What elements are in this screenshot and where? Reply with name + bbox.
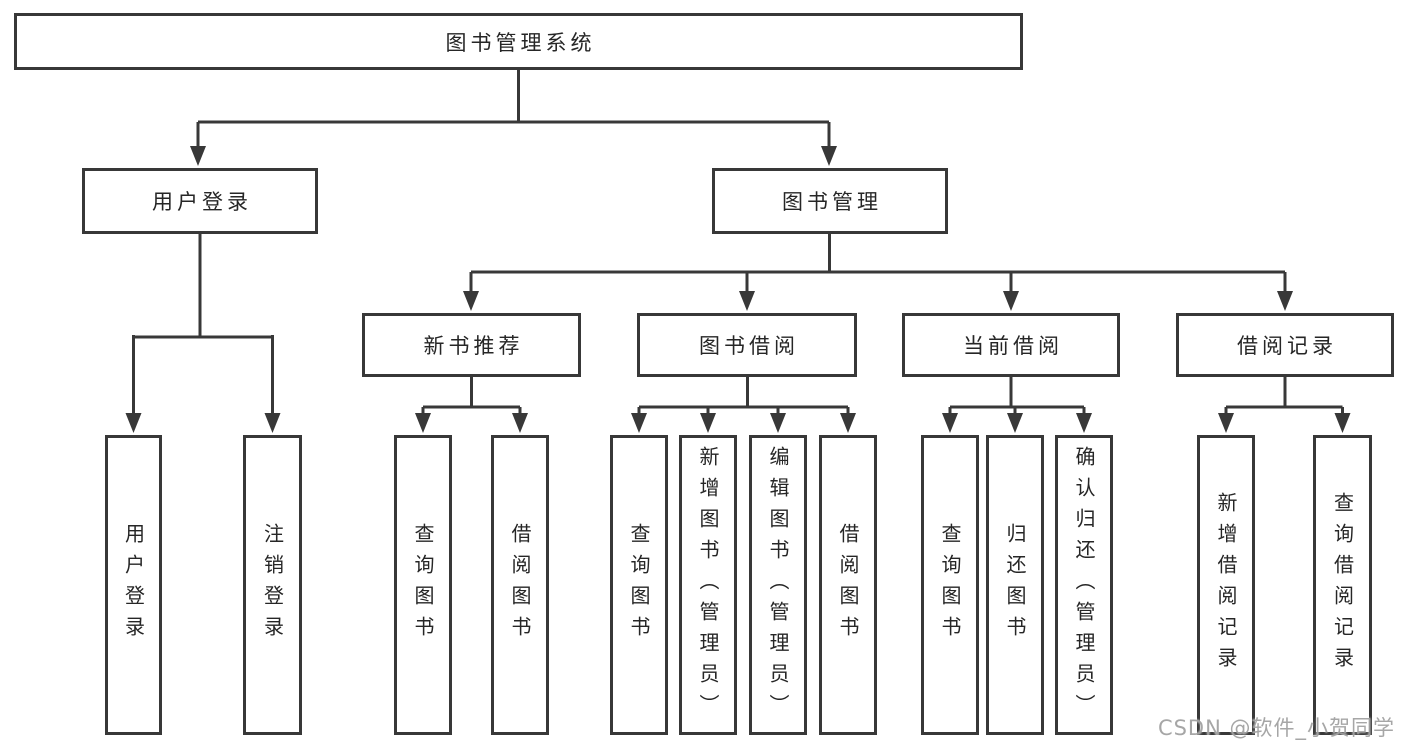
leaf-query-book-1: 查询图书 xyxy=(394,435,452,735)
leaf-add-book-admin: 新增图书（管理员） xyxy=(679,435,737,735)
leaf-query-book-2: 查询图书 xyxy=(610,435,668,735)
node-new-book-recommend: 新书推荐 xyxy=(362,313,581,377)
node-user-login: 用户登录 xyxy=(82,168,318,234)
node-book-borrow-label: 图书借阅 xyxy=(699,334,799,358)
leaf-query-book-2-label: 查询图书 xyxy=(627,523,651,647)
leaf-borrow-book-2: 借阅图书 xyxy=(819,435,877,735)
node-book-management: 图书管理 xyxy=(712,168,948,234)
leaf-user-login-label: 用户登录 xyxy=(121,523,146,647)
leaf-add-borrow-record: 新增借阅记录 xyxy=(1197,435,1255,735)
node-current-borrow: 当前借阅 xyxy=(902,313,1120,377)
leaf-logout: 注销登录 xyxy=(243,435,302,735)
leaf-query-borrow-record: 查询借阅记录 xyxy=(1313,435,1372,735)
leaf-confirm-return-admin: 确认归还（管理员） xyxy=(1055,435,1113,735)
leaf-query-borrow-record-label: 查询借阅记录 xyxy=(1330,492,1355,678)
connector-stems xyxy=(132,69,1344,415)
node-root-label: 图书管理系统 xyxy=(445,30,596,55)
leaf-confirm-return-admin-label: 确认归还（管理员） xyxy=(1072,445,1096,725)
node-user-login-label: 用户登录 xyxy=(152,190,252,214)
csdn-watermark: CSDN @软件_小贺同学 xyxy=(1157,716,1395,740)
leaf-borrow-book-1: 借阅图书 xyxy=(491,435,549,735)
leaf-borrow-book-2-label: 借阅图书 xyxy=(836,523,860,647)
leaf-edit-book-admin-label: 编辑图书（管理员） xyxy=(766,445,790,725)
leaf-add-book-admin-label: 新增图书（管理员） xyxy=(696,445,720,725)
node-borrow-records: 借阅记录 xyxy=(1176,313,1394,377)
node-current-borrow-label: 当前借阅 xyxy=(963,334,1063,358)
node-borrow-records-label: 借阅记录 xyxy=(1237,334,1337,358)
leaf-return-book: 归还图书 xyxy=(986,435,1044,735)
leaf-query-book-1-label: 查询图书 xyxy=(411,523,435,647)
arrowheads xyxy=(125,146,1351,433)
leaf-query-book-3: 查询图书 xyxy=(921,435,979,735)
node-book-borrow: 图书借阅 xyxy=(637,313,857,377)
leaf-add-borrow-record-label: 新增借阅记录 xyxy=(1214,492,1238,678)
leaf-logout-label: 注销登录 xyxy=(260,523,285,647)
leaf-user-login: 用户登录 xyxy=(105,435,162,735)
leaf-edit-book-admin: 编辑图书（管理员） xyxy=(749,435,807,735)
node-new-book-recommend-label: 新书推荐 xyxy=(423,334,524,358)
node-book-management-label: 图书管理 xyxy=(782,190,882,214)
leaf-query-book-3-label: 查询图书 xyxy=(938,523,962,647)
leaf-borrow-book-1-label: 借阅图书 xyxy=(508,523,532,647)
node-root: 图书管理系统 xyxy=(14,13,1023,70)
leaf-return-book-label: 归还图书 xyxy=(1003,523,1027,647)
